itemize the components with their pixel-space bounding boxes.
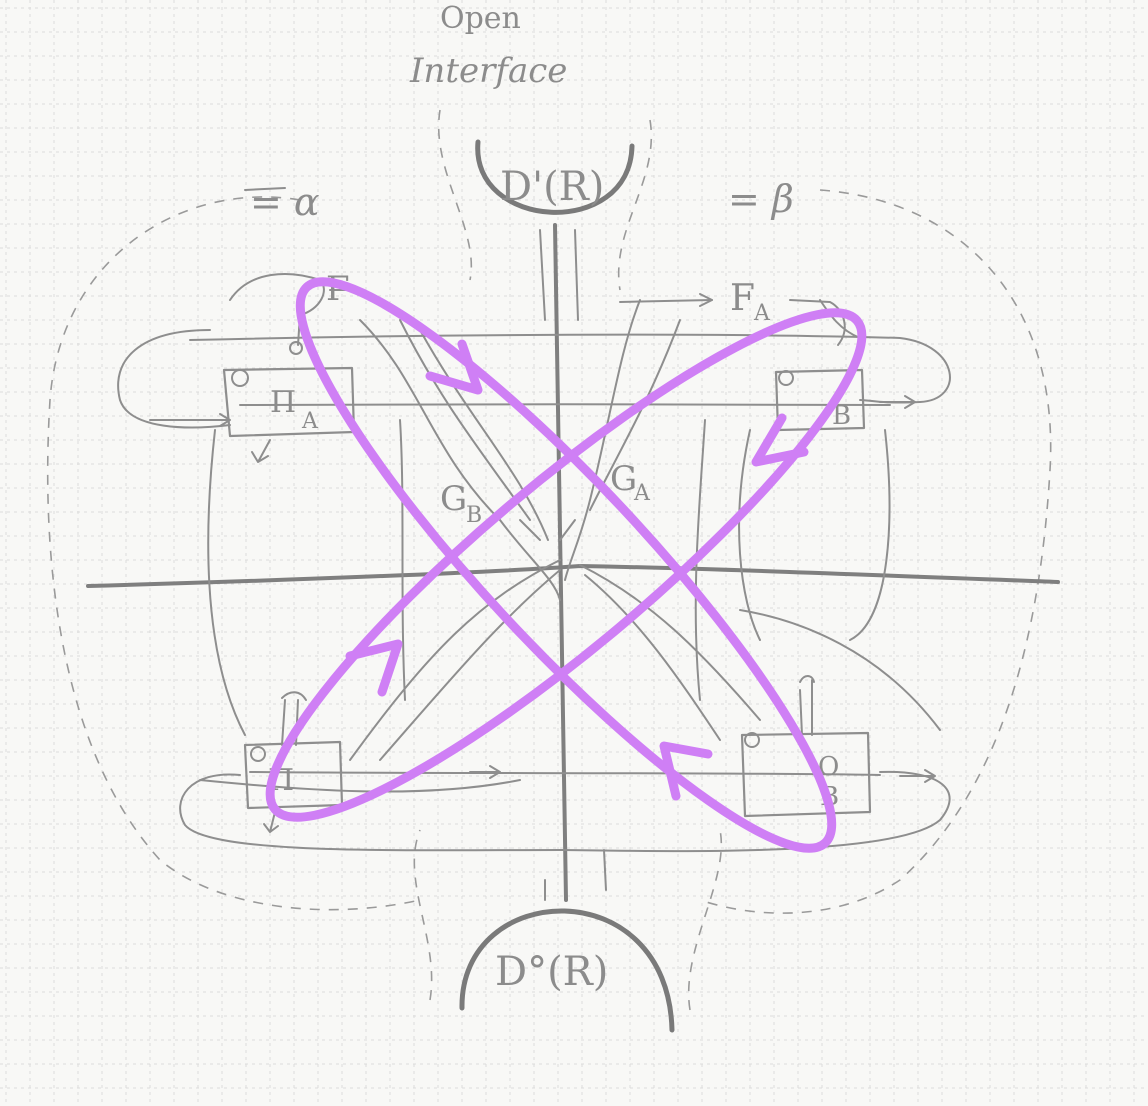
- gb-label: G: [440, 479, 467, 519]
- pencil-sketch: [88, 142, 1058, 1030]
- fa-label: F: [730, 278, 755, 319]
- alpha-label: = α: [250, 180, 320, 224]
- caption-open: Open: [440, 1, 521, 36]
- fa-subscript: A: [753, 301, 771, 326]
- beta-label: = β: [728, 177, 794, 221]
- top-boundary-label: D'(R): [500, 164, 604, 210]
- loop-arrowhead-bottom-left: [350, 644, 398, 692]
- box-tl-subscript: A: [301, 409, 319, 434]
- ga-subscript: A: [633, 481, 651, 506]
- gb-subscript: B: [466, 503, 482, 528]
- box-tl-symbol: Π: [270, 385, 296, 420]
- bottom-boundary-label: D°(R): [495, 949, 608, 995]
- caption-interface: Interface: [409, 51, 567, 91]
